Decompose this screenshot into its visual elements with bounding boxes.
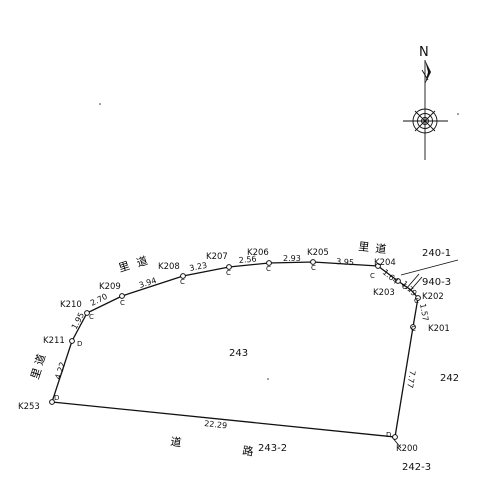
neighbour-lines bbox=[400, 259, 459, 293]
label-k210: K210 bbox=[60, 300, 82, 310]
marker-k209: C bbox=[120, 299, 125, 307]
marker-k202: C bbox=[414, 297, 419, 305]
road-label-bottom-2: 路 bbox=[242, 444, 255, 458]
marker-k203: C bbox=[402, 283, 407, 291]
dist-k201-k200: 7.77 bbox=[405, 370, 417, 389]
dist-k210-k209: 2.70 bbox=[89, 292, 109, 308]
lot-242: 242 bbox=[440, 373, 459, 384]
marker-k204: C bbox=[370, 272, 375, 280]
point-k208 bbox=[180, 273, 186, 279]
label-k253: K253 bbox=[18, 402, 40, 412]
lot-243: 243 bbox=[229, 348, 248, 359]
road-label-left-1: 里 bbox=[28, 366, 44, 380]
label-k208: K208 bbox=[158, 262, 180, 272]
marker-k208: C bbox=[180, 278, 185, 286]
marker-k210: C bbox=[89, 313, 94, 321]
label-k209: K209 bbox=[99, 282, 121, 292]
point-k253 bbox=[49, 399, 55, 405]
lot-243-2: 243-2 bbox=[258, 443, 287, 454]
north-label: N bbox=[419, 45, 429, 60]
point-k203 bbox=[395, 278, 401, 284]
label-k200: K200 bbox=[396, 444, 418, 454]
marker-k200: D bbox=[386, 431, 391, 439]
label-k204: K204 bbox=[374, 258, 396, 268]
marker-k201: C bbox=[411, 325, 416, 333]
dist-k253-k211: 4.22 bbox=[53, 361, 67, 381]
label-k201: K201 bbox=[428, 324, 450, 334]
point-k204 bbox=[375, 263, 381, 269]
label-k206: K206 bbox=[247, 248, 269, 258]
survey-points bbox=[49, 259, 421, 440]
label-k207: K207 bbox=[206, 252, 228, 262]
point-k200 bbox=[392, 434, 398, 440]
label-k205: K205 bbox=[307, 248, 329, 258]
dist-k211-k210: 1.95 bbox=[70, 311, 86, 331]
road-label-bottom-1: 道 bbox=[170, 434, 183, 449]
road-label-top-right-1: 里 bbox=[358, 240, 370, 254]
point-k205 bbox=[310, 259, 316, 265]
point-k206 bbox=[266, 260, 272, 266]
road-label-top-right-2: 道 bbox=[375, 241, 387, 256]
lot-240-1: 240-1 bbox=[422, 248, 451, 259]
marker-letters: D C C C C C C C C C C D D bbox=[54, 264, 419, 439]
marker-k207: C bbox=[226, 269, 231, 277]
road-labels: 里 道 里 道 里 道 道 路 bbox=[28, 240, 387, 458]
label-k211: K211 bbox=[43, 336, 65, 346]
label-k202: K202 bbox=[422, 292, 444, 302]
dist-k208-k207: 3.23 bbox=[189, 261, 208, 273]
lot-940-3: 940-3 bbox=[422, 277, 451, 288]
marker-k206: C bbox=[266, 265, 271, 273]
marker-k211: D bbox=[77, 340, 82, 348]
point-k202 bbox=[415, 295, 421, 301]
point-k201 bbox=[410, 324, 416, 330]
dist-k206-k205: 2.93 bbox=[283, 254, 301, 263]
dist-k202-k201: 1.57 bbox=[418, 303, 430, 322]
road-label-top-left-1: 里 bbox=[117, 259, 131, 275]
label-k203: K203 bbox=[373, 288, 395, 298]
point-k209 bbox=[119, 293, 125, 299]
point-labels: K253 K211 K210 K209 K208 K207 K206 K205 … bbox=[18, 248, 450, 454]
point-k211 bbox=[69, 338, 75, 344]
point-k207 bbox=[226, 264, 232, 270]
dist-k207-k206: 2.56 bbox=[238, 254, 257, 265]
dist-k205-k204: 3.95 bbox=[336, 257, 354, 267]
lot-numbers: 243 243-2 242 242-3 240-1 940-3 bbox=[229, 248, 459, 473]
north-arrow-icon: N bbox=[403, 45, 448, 160]
distance-labels: 4.22 1.95 2.70 3.94 3.23 2.56 2.93 3.95 … bbox=[53, 254, 430, 430]
road-label-left-2: 道 bbox=[32, 352, 49, 367]
dist-k200-k253: 22.29 bbox=[204, 419, 228, 430]
road-label-top-left-2: 道 bbox=[135, 253, 150, 270]
point-k210 bbox=[84, 310, 90, 316]
marker-k253: D bbox=[54, 394, 59, 402]
marker-k205: C bbox=[311, 264, 316, 272]
lot-242-3: 242-3 bbox=[402, 462, 431, 473]
scan-specks bbox=[99, 103, 459, 380]
